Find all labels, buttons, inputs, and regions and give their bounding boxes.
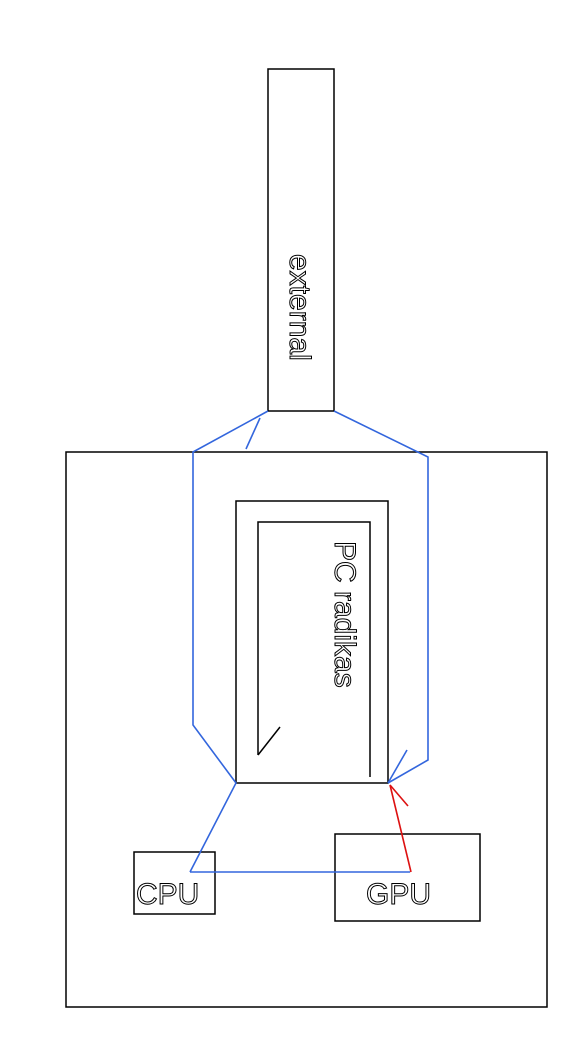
radiator-label: PC radikas — [328, 541, 361, 688]
gpu-label: GPU — [366, 878, 431, 911]
cpu-label: CPU — [136, 878, 199, 911]
external-box — [267, 68, 335, 412]
coolant-arrowhead-left — [245, 417, 261, 450]
external-label: external — [283, 254, 316, 361]
coolant-arrowhead-right — [387, 749, 408, 784]
flow-arrowhead — [389, 784, 409, 807]
gpu-box — [334, 833, 481, 922]
cpu-box — [133, 851, 216, 915]
radiator-slash-mark — [257, 726, 281, 756]
flow-arrow-line — [389, 784, 412, 873]
coolant-line-right — [333, 410, 429, 784]
coolant-line-left — [189, 410, 269, 873]
pc-case — [65, 451, 548, 1008]
radiator-outer-box — [235, 500, 389, 784]
radiator-inner-outline — [257, 521, 371, 777]
